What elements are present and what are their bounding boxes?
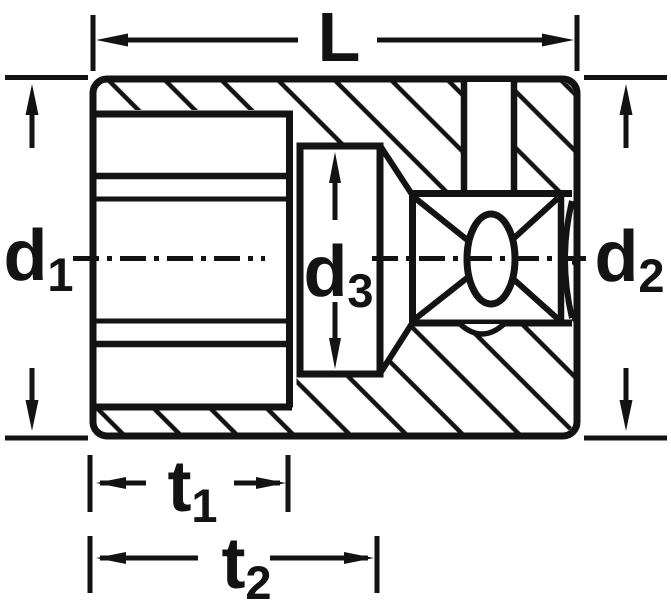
arrow-right-icon <box>344 552 374 564</box>
dimension-t1 <box>87 455 291 512</box>
arrow-up-icon <box>329 152 341 183</box>
dim-label-d1-text: d <box>3 216 47 296</box>
dim-label-t2-subscript: 2 <box>245 556 271 600</box>
dim-label-t2-text: t <box>221 524 245 600</box>
dim-label-length-text: L <box>317 0 361 76</box>
dimension-L <box>90 15 580 71</box>
arrow-left-icon <box>96 552 126 564</box>
dimension-t2 <box>87 536 380 593</box>
arrow-down-icon <box>619 400 633 431</box>
dim-label-length: L <box>318 2 361 72</box>
dim-label-d1-subscript: 1 <box>47 248 73 301</box>
ball-hole-opening <box>461 82 515 194</box>
dimension-d3 <box>329 152 341 369</box>
arrow-right-icon <box>542 33 574 47</box>
arrow-up-icon <box>25 84 39 115</box>
dimension-d1 <box>5 75 88 441</box>
arrow-left-icon <box>96 33 128 47</box>
dim-label-t1-text: t <box>167 447 191 527</box>
dim-label-d2-text: d <box>594 217 638 297</box>
chamfer-edges <box>378 145 416 374</box>
ball-hole-edges <box>460 82 518 191</box>
ball-seat-notch <box>458 321 506 337</box>
dim-label-d3-subscript: 3 <box>347 264 373 317</box>
arrow-up-icon <box>619 84 633 115</box>
dim-label-d2-subscript: 2 <box>638 249 664 302</box>
arrow-left-icon <box>96 477 126 489</box>
arrow-right-icon <box>256 477 286 489</box>
arrow-down-icon <box>329 338 341 369</box>
dimension-d2 <box>584 75 667 441</box>
dim-label-t1-subscript: 1 <box>191 479 217 532</box>
arrow-down-icon <box>25 400 39 431</box>
hex-recess-edges <box>96 110 293 411</box>
dim-label-d3-text: d <box>303 232 347 312</box>
